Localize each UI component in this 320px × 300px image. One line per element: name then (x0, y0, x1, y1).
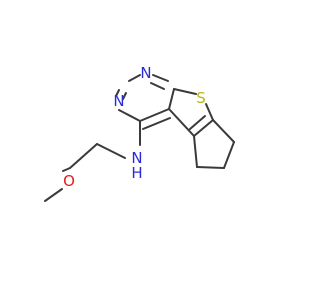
bond-s-c7a (205, 103, 214, 121)
bond-c4-c4a-double (142, 117, 171, 130)
bond-ch2a-ch2b (69, 143, 98, 169)
bond-c8a-n1-double (150, 82, 165, 90)
atom-label-n3: N (113, 92, 124, 110)
atom-label-s: S (196, 89, 206, 107)
bond-c2-n3 (115, 89, 120, 97)
atom-label-amine-h: H (131, 164, 142, 182)
bond-c8a-s (173, 88, 197, 95)
atom-label-amine-n: N (131, 149, 142, 167)
atom-label-layer: N N S N H O (63, 64, 206, 190)
bond-c4b-c4a (168, 108, 195, 137)
bond-c2-n3-double (122, 92, 127, 100)
diagram-background (0, 0, 300, 300)
bond-n1-c2 (128, 74, 141, 82)
bond-c5-c4b (193, 135, 198, 168)
bond-c6-c5 (196, 166, 225, 169)
atom-label-n1: N (140, 64, 151, 82)
bond-n3-c4 (118, 109, 141, 122)
bond-layer (44, 74, 235, 202)
bond-c7-c6 (223, 141, 235, 169)
atom-label-o: O (63, 172, 75, 190)
bond-c7a-c7 (212, 119, 235, 143)
bond-c4a-c8a (168, 88, 175, 110)
bond-c8a-n1 (152, 74, 169, 82)
bond-c4-c4a (139, 108, 170, 122)
bond-o-ch3 (44, 188, 63, 202)
bond-c7a-c4b-double (189, 115, 206, 130)
bond-nh-ch2a (96, 143, 126, 159)
bond-ch2b-o (62, 167, 71, 172)
molecule-structure-diagram: N N S N H O (0, 0, 300, 300)
bond-c7a-c4b (193, 119, 214, 137)
